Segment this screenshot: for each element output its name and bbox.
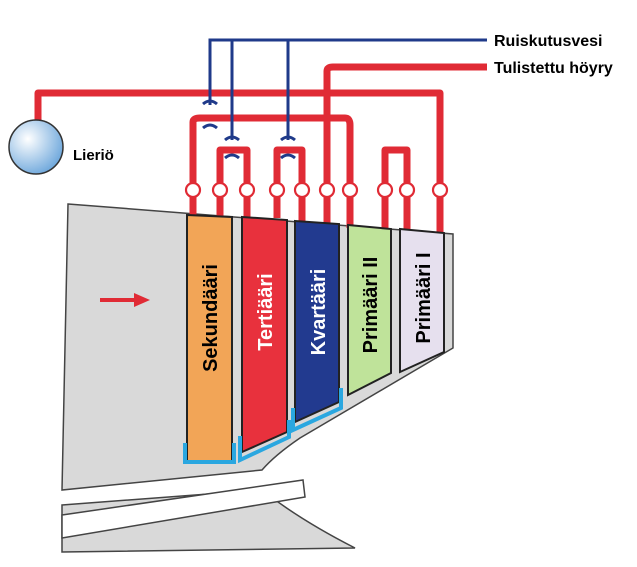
panel-kvartaari: Kvartääri (291, 219, 343, 434)
panel-label: Kvartääri (308, 269, 330, 356)
tray (291, 388, 343, 434)
spray-water-piping (202, 38, 487, 160)
drum-label: Lieriö (73, 147, 114, 164)
panel-label: Primääri I (413, 252, 435, 343)
horizontal-tube (61, 479, 306, 539)
superheated-steam-label: Tulistettu höyry (494, 60, 613, 77)
panel-label: Sekundääri (200, 264, 222, 372)
panel-tertiaari: Tertiääri (238, 215, 291, 464)
panel-label: Primääri II (360, 257, 382, 354)
drum (8, 119, 64, 175)
header-connectors (184, 181, 449, 199)
tray (238, 420, 291, 464)
panel-fill (347, 223, 392, 397)
panel-label: Tertiääri (255, 273, 277, 350)
panel-sekundaari: Sekundääri (183, 213, 236, 464)
steam-piping (34, 63, 487, 232)
panel-fill (399, 227, 445, 374)
spray-water-label: Ruiskutusvesi (494, 33, 602, 50)
panel-primaari-i: Primääri I (399, 227, 445, 374)
tray (183, 443, 236, 464)
flow-arrow (100, 293, 150, 307)
panel-primaari-ii: Primääri II (347, 223, 392, 397)
